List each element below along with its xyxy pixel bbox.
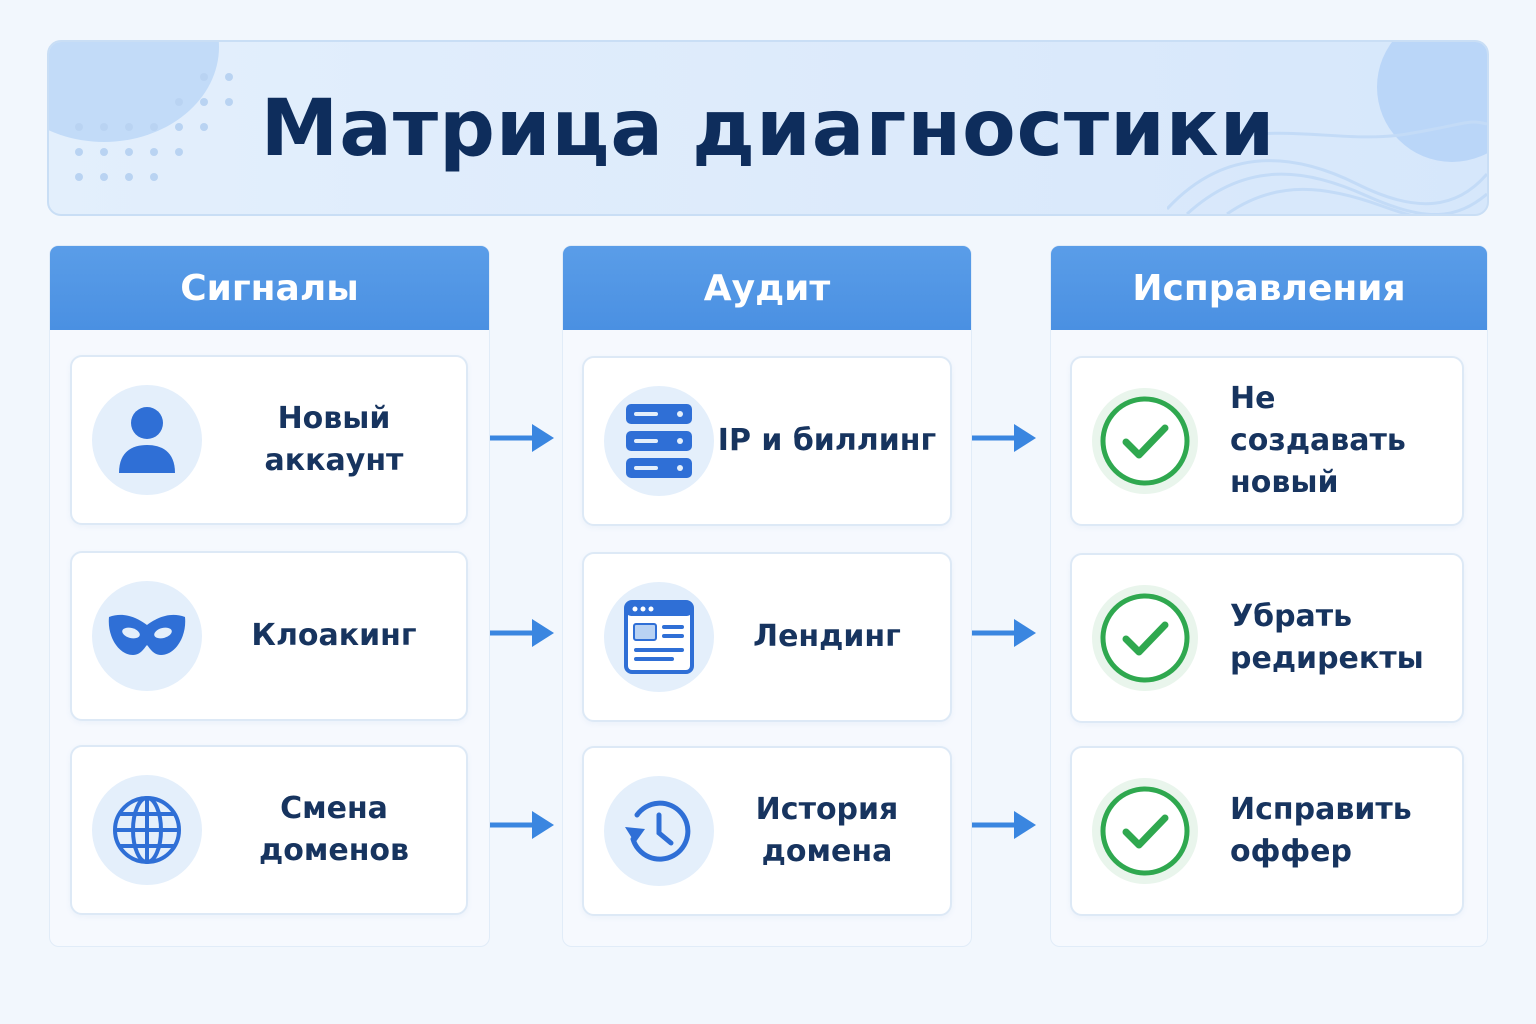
arrow-right-icon	[490, 811, 554, 839]
arrow-right-icon	[972, 811, 1036, 839]
browser-window-icon	[604, 582, 714, 692]
mask-icon	[92, 581, 202, 691]
column-header: Аудит	[563, 246, 971, 330]
history-clock-icon	[604, 776, 714, 886]
check-icon	[1092, 388, 1198, 494]
card-landing: Лендинг	[582, 552, 952, 722]
decor-dots	[75, 73, 233, 181]
card-label: Клоакинг	[251, 618, 417, 653]
decor-waves	[1167, 120, 1487, 214]
globe-icon	[92, 775, 202, 885]
card-ip-billing: IP и биллинг	[582, 356, 952, 526]
server-icon	[604, 386, 714, 496]
check-icon	[1092, 778, 1198, 884]
title-banner: Матрица диагностики	[47, 40, 1489, 216]
arrow-right-icon	[490, 424, 554, 452]
card-label: Лендинг	[753, 619, 901, 654]
arrow-right-icon	[972, 424, 1036, 452]
user-icon	[92, 385, 202, 495]
card-label: IP и биллинг	[717, 423, 937, 458]
page-title: Матрица диагностики	[260, 84, 1276, 174]
column-header: Сигналы	[50, 246, 489, 330]
arrow-right-icon	[490, 619, 554, 647]
check-icon	[1092, 585, 1198, 691]
column-header: Исправления	[1051, 246, 1487, 330]
arrow-right-icon	[972, 619, 1036, 647]
card-cloaking: Клоакинг	[70, 551, 468, 721]
